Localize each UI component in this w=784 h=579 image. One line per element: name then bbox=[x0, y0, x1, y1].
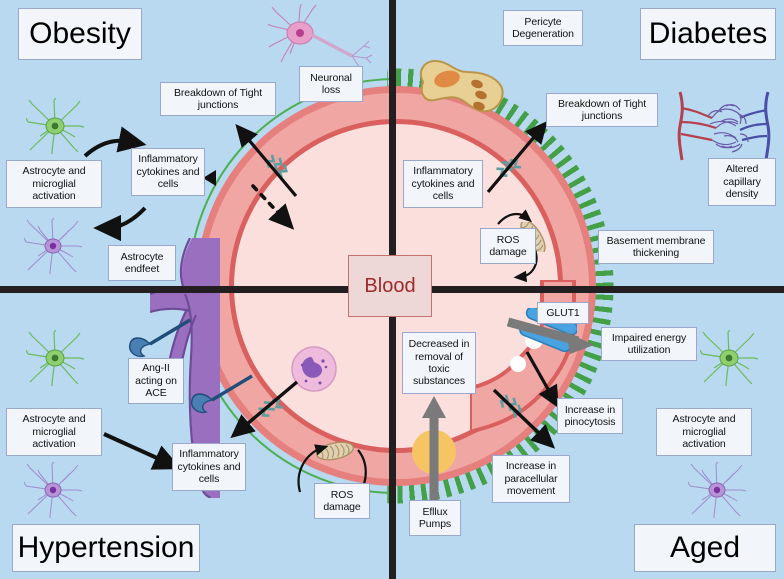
label-astrocyte-microglial-hypertension: Astrocyte and microglial activation bbox=[6, 408, 102, 456]
label-astrocyte-endfeet: Astrocyte endfeet bbox=[108, 245, 176, 281]
label-ros-damage-diabetes: ROS damage bbox=[480, 228, 536, 264]
microglia-icon bbox=[24, 462, 82, 518]
leukocyte-icon bbox=[291, 346, 337, 392]
label-breakdown-tight-junctions-diabetes: Breakdown of Tight junctions bbox=[546, 93, 658, 127]
blood-label: Blood bbox=[348, 255, 432, 317]
label-inflammatory-diabetes: Inflammatory cytokines and cells bbox=[403, 160, 483, 208]
mitochondrion-icon bbox=[315, 441, 355, 461]
pericyte-icon bbox=[419, 59, 504, 113]
label-glut1: GLUT1 bbox=[537, 302, 589, 324]
label-neuronal-loss: Neuronal loss bbox=[299, 66, 363, 102]
capillary-bed-icon bbox=[677, 91, 771, 161]
label-altered-capillary-density: Altered capillary density bbox=[708, 158, 776, 206]
label-increase-pinocytosis: Increase in pinocytosis bbox=[557, 398, 623, 434]
tight-junction-icon bbox=[258, 399, 284, 417]
ang-ii-receptor-icon bbox=[191, 374, 253, 414]
tight-junction-icon bbox=[499, 394, 522, 418]
quadrant-title-diabetes: Diabetes bbox=[640, 8, 776, 60]
tight-junction-icon bbox=[265, 154, 288, 178]
quadrant-title-obesity: Obesity bbox=[18, 8, 142, 60]
label-astrocyte-microglial-aged: Astrocyte and microglial activation bbox=[656, 408, 752, 456]
label-efflux-pumps: Efllux Pumps bbox=[409, 500, 461, 536]
label-astrocyte-microglial-obesity: Astrocyte and microglial activation bbox=[6, 160, 102, 208]
neuron-icon bbox=[268, 4, 373, 75]
label-breakdown-tight-junctions-obesity: Breakdown of Tight junctions bbox=[160, 82, 276, 116]
label-ang-ii-acting-on-ace: Ang-II acting on ACE bbox=[128, 358, 184, 404]
microglia-icon bbox=[688, 462, 746, 518]
quadrant-title-hypertension: Hypertension bbox=[12, 524, 200, 572]
label-increase-paracellular-movement: Increase in paracellular movement bbox=[492, 455, 570, 503]
label-inflammatory-hypertension: Inflammatory cytokines and cells bbox=[172, 443, 246, 491]
astrocyte-icon bbox=[26, 98, 84, 154]
ang-ii-receptor-icon bbox=[129, 318, 191, 358]
efflux-pump-icon bbox=[412, 430, 456, 474]
label-inflammatory-obesity: Inflammatory cytokines and cells bbox=[131, 148, 205, 196]
microglia-icon bbox=[24, 218, 82, 274]
label-pericyte-degeneration: Pericyte Degeneration bbox=[503, 10, 583, 46]
label-decreased-removal-toxic: Decreased in removal of toxic substances bbox=[402, 332, 476, 394]
label-ros-damage-hypertension: ROS damage bbox=[314, 483, 370, 519]
tight-junction-icon bbox=[496, 159, 522, 177]
label-basement-membrane-thickening: Basement membrane thickening bbox=[598, 230, 714, 264]
astrocyte-icon bbox=[26, 330, 84, 386]
astrocyte-endfeet-icon bbox=[150, 238, 220, 498]
label-impaired-energy-utilization: Impaired energy utilization bbox=[601, 327, 697, 361]
quadrant-title-aged: Aged bbox=[634, 524, 776, 572]
astrocyte-icon bbox=[700, 330, 758, 386]
